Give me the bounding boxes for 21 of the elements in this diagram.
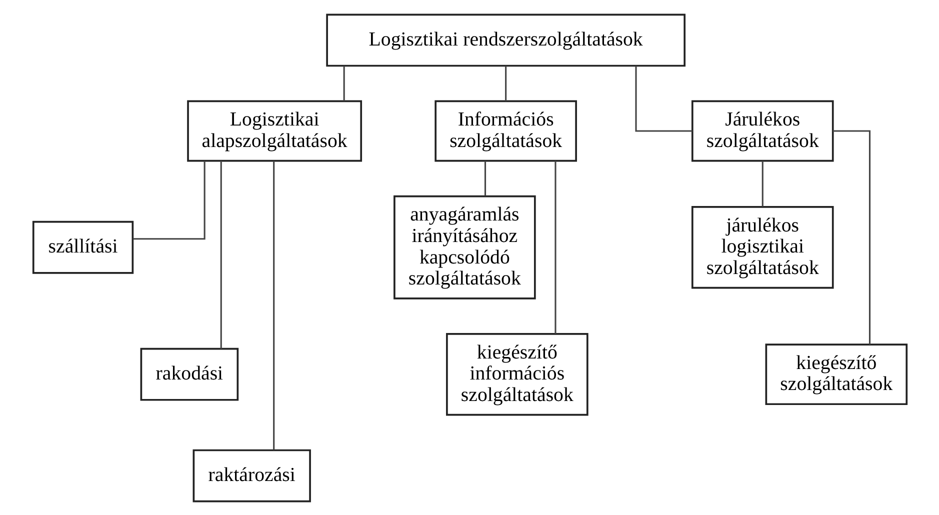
node-box: kiegészítő szolgáltatások <box>764 343 908 405</box>
node-box: Információs szolgáltatások <box>434 100 576 162</box>
connector <box>132 160 205 240</box>
connector <box>220 160 222 348</box>
node-box: raktározási <box>192 448 310 502</box>
connector <box>761 160 763 206</box>
connector <box>272 160 274 450</box>
connector <box>504 66 506 100</box>
node-box: anyagáramlás irányításához kapcsolódó szolgáltatások <box>393 194 536 299</box>
node-box: rakodási <box>140 347 238 400</box>
node-box: Járulékos szolgáltatások <box>690 100 834 162</box>
connector <box>634 66 692 132</box>
node-box: Logisztikai alapszolgáltatások <box>186 100 362 162</box>
node-box: kiegészítő információs szolgáltatások <box>446 332 588 416</box>
connector <box>554 160 556 334</box>
connector <box>832 130 870 344</box>
node-box: járulékos logisztikai szolgáltatások <box>690 206 834 288</box>
connector <box>342 66 344 100</box>
node-box: Logisztikai rendszerszolgáltatások <box>326 13 686 66</box>
node-box: szállítási <box>32 220 134 274</box>
connector <box>484 160 486 196</box>
